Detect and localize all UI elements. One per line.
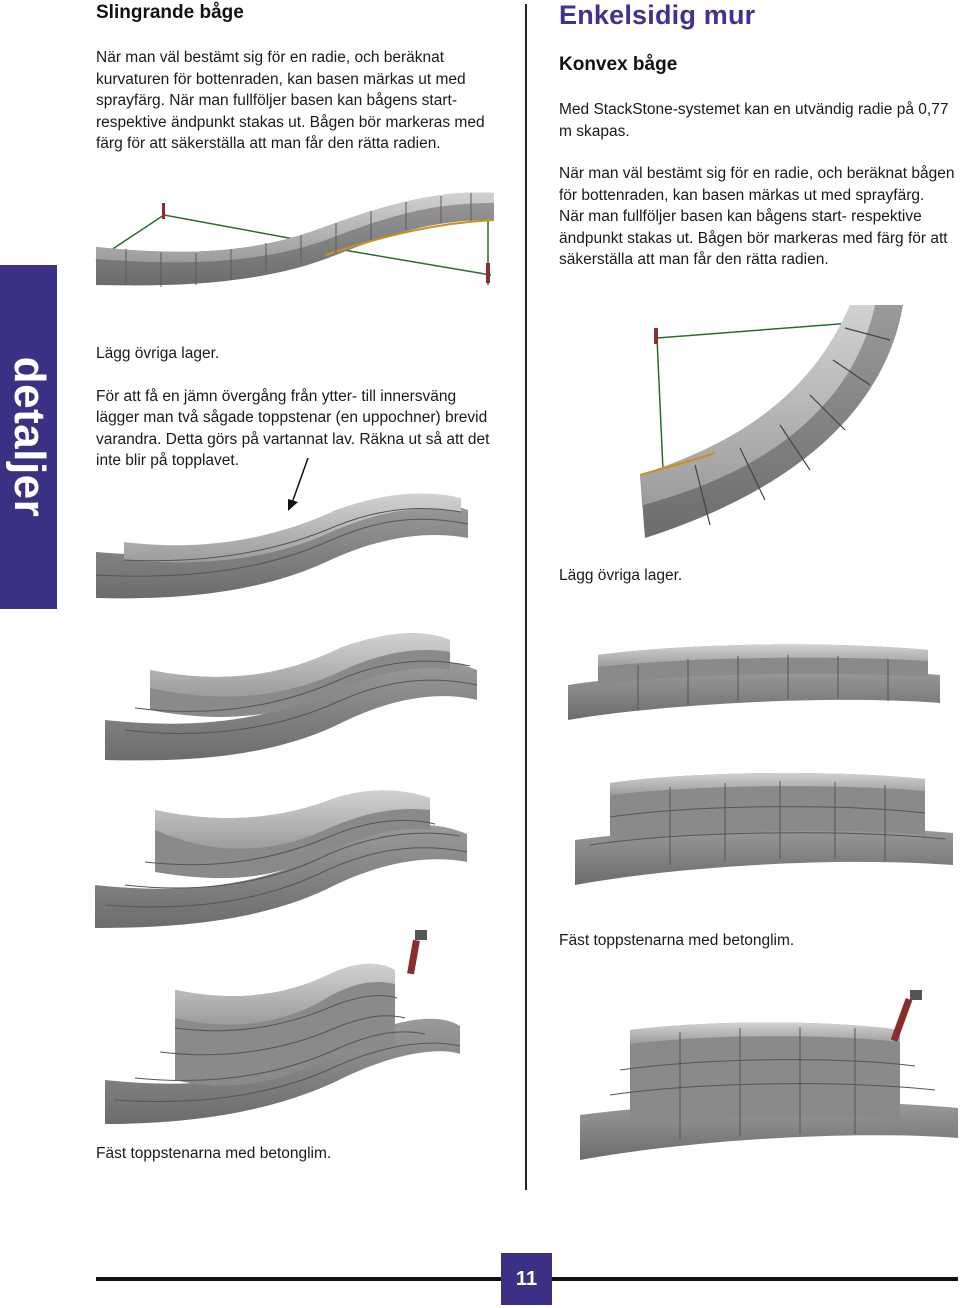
left-intro-line: respektive ändpunkt stakas ut. Bågen bör… — [96, 113, 485, 131]
left-step3-caption: Fäst toppstenarna med betonglim. — [96, 1145, 332, 1162]
left-step2-line: lägger man två sågade toppstenar (en upp… — [96, 409, 488, 426]
s-curve-wall-four-rows — [105, 633, 478, 761]
right-para2-line: säkerställa att man får den rätta radien… — [559, 251, 829, 268]
right-para1-line: Med StackStone-systemet kan en utvändig … — [559, 101, 949, 118]
left-intro-line: När man väl bestämt sig för en radie, oc… — [96, 49, 445, 66]
right-para2: När man väl bestämt sig för en radie, oc… — [559, 163, 959, 271]
column-divider — [525, 4, 527, 1190]
right-para1-line: m skapas. — [559, 122, 630, 140]
convex-arc-base-illustration — [639, 305, 903, 538]
left-intro-line: kurvaturen för bottenraden, kan basen mä… — [96, 70, 466, 88]
s-curve-base-illustration — [95, 192, 495, 287]
page-number: 11 — [501, 1253, 552, 1305]
left-intro-line: färg för att säkerställa att man får den… — [96, 135, 441, 152]
left-step2-title: Lägg övriga lager. — [96, 345, 220, 362]
side-tab: detaljer — [0, 265, 57, 609]
right-para2-line: för bottenraden, kan basen märkas ut med… — [559, 186, 925, 204]
left-intro-line: sprayfärg. När man fullföljer basen kan … — [96, 92, 457, 109]
main-title: Enkelsidig mur — [559, 0, 756, 30]
left-step2-line: varandra. Detta görs på vartannat lav. R… — [96, 430, 490, 448]
convex-wall-two-rows — [568, 644, 940, 720]
convex-wall-glue-illustration — [580, 990, 958, 1160]
right-subheading: Konvex båge — [559, 54, 678, 75]
s-curve-wall-glue-illustration — [105, 930, 461, 1124]
right-para2-line: När man väl bestämt sig för en radie, oc… — [559, 165, 955, 182]
s-curve-wall-six-rows — [95, 790, 468, 928]
left-intro: När man väl bestämt sig för en radie, oc… — [96, 47, 516, 155]
convex-wall-four-rows — [575, 773, 953, 885]
right-step2-caption: Lägg övriga lager. — [559, 567, 683, 584]
right-para2-line: När man fullföljer basen kan bågens star… — [559, 208, 922, 225]
s-curve-wall-two-rows — [95, 493, 469, 599]
side-tab-label: detaljer — [4, 356, 54, 518]
left-step2-line: inte blir på topplavet. — [96, 452, 240, 469]
left-heading: Slingrande båge — [96, 2, 244, 23]
arrow-icon — [288, 457, 309, 511]
right-para1: Med StackStone-systemet kan en utvändig … — [559, 99, 959, 142]
left-step2: Lägg övriga lager. För att få en jämn öv… — [96, 343, 516, 472]
right-para2-line: ändpunkt stakas ut. Bågen bör markeras m… — [559, 229, 948, 247]
left-step2-line: För att få en jämn övergång från ytter- … — [96, 387, 457, 405]
right-step3-caption: Fäst toppstenarna med betonglim. — [559, 932, 795, 949]
